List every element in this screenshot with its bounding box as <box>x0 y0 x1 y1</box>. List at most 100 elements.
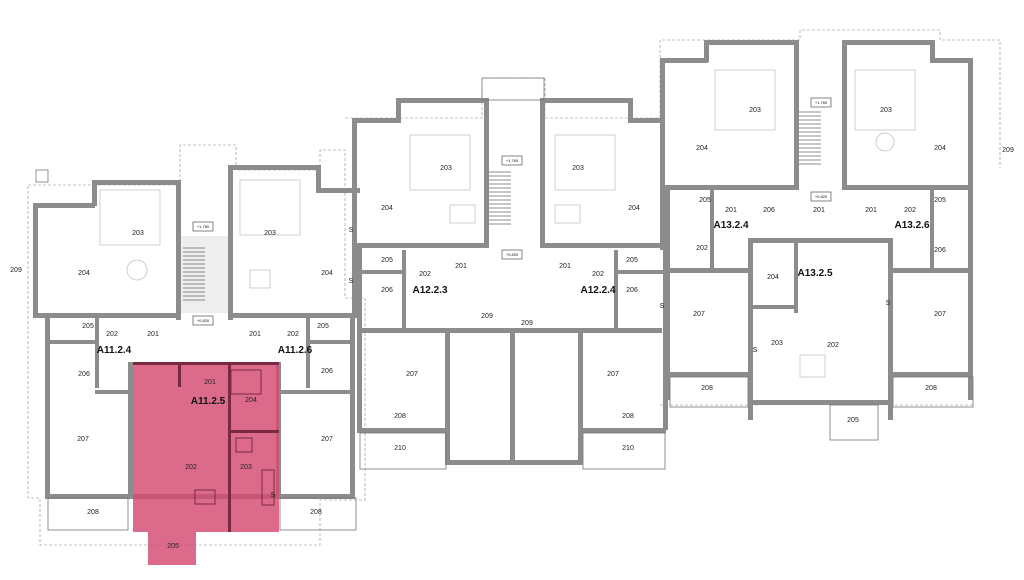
room-number: 202 <box>106 331 118 338</box>
room-number: 204 <box>321 270 333 277</box>
right-stairwell <box>799 111 821 165</box>
room-number: 206 <box>321 368 333 375</box>
apartment-label: A13.2.5 <box>797 268 832 279</box>
apartment-label: A12.2.4 <box>580 285 615 296</box>
room-number: S <box>271 492 276 499</box>
room-number: 207 <box>321 436 333 443</box>
right-terraces <box>669 376 974 441</box>
level-marker: +1,760 <box>810 97 832 108</box>
room-number: 201 <box>725 207 737 214</box>
middle-stairwell <box>481 77 545 225</box>
room-number: S <box>349 227 354 234</box>
level-markers: +1,760 +0,820 +1,760 +0,820 +1,760 +0,820 <box>192 97 832 326</box>
room-number: 201 <box>249 331 261 338</box>
level-marker: +1,760 <box>501 155 523 166</box>
room-number: 203 <box>880 107 892 114</box>
room-number: 208 <box>622 413 634 420</box>
room-number: 203 <box>440 165 452 172</box>
room-number: 210 <box>394 445 406 452</box>
room-number: 203 <box>771 340 783 347</box>
room-number: 206 <box>381 287 393 294</box>
apartment-label: A13.2.6 <box>894 220 929 231</box>
room-number: 205 <box>381 257 393 264</box>
level-marker: +0,820 <box>810 191 832 202</box>
middle-building-walls <box>352 98 668 465</box>
level-marker: +1,760 <box>192 221 214 232</box>
room-number: 208 <box>701 385 713 392</box>
room-number: 207 <box>406 371 418 378</box>
room-number: 204 <box>696 145 708 152</box>
room-number: 202 <box>904 207 916 214</box>
room-number: 202 <box>185 464 197 471</box>
room-number: 206 <box>934 247 946 254</box>
room-number: S <box>753 347 758 354</box>
level-value: +1,760 <box>815 100 828 105</box>
room-number: 205 <box>317 323 329 330</box>
room-number: 209 <box>1002 147 1014 154</box>
room-number: 202 <box>419 271 431 278</box>
furniture-sketch <box>99 69 916 378</box>
room-number: 204 <box>628 205 640 212</box>
room-number: 205 <box>934 197 946 204</box>
apartment-label: A11.2.6 <box>278 345 313 356</box>
room-number: 201 <box>813 207 825 214</box>
room-number: 209 <box>521 320 533 327</box>
room-number: S <box>349 278 354 285</box>
room-number: 205 <box>847 417 859 424</box>
room-number: 201 <box>147 331 159 338</box>
room-number: 204 <box>934 145 946 152</box>
room-number: 201 <box>455 263 467 270</box>
room-number: 201 <box>865 207 877 214</box>
level-marker: +0,820 <box>501 249 523 260</box>
room-number: S <box>660 303 665 310</box>
left-stairwell <box>181 236 228 313</box>
room-labels: 209 204 203 205 202 201 206 207 208 203 204 201 202 2… <box>10 107 1014 550</box>
room-number: 208 <box>87 509 99 516</box>
apartment-label: A13.2.4 <box>713 220 748 231</box>
room-number: 203 <box>572 165 584 172</box>
room-number: 206 <box>626 287 638 294</box>
room-number: 202 <box>287 331 299 338</box>
room-number: 208 <box>310 509 322 516</box>
room-number: 203 <box>132 230 144 237</box>
room-number: 202 <box>827 342 839 349</box>
room-number: 205 <box>82 323 94 330</box>
apartment-label: A11.2.5 <box>191 396 226 407</box>
room-number: 204 <box>78 270 90 277</box>
room-number: 206 <box>763 207 775 214</box>
room-number: 207 <box>607 371 619 378</box>
room-number: 207 <box>77 436 89 443</box>
room-number: 207 <box>934 311 946 318</box>
apartment-label: A12.2.3 <box>412 285 447 296</box>
room-number: 201 <box>559 263 571 270</box>
level-value: +0,820 <box>197 318 210 323</box>
room-number: 204 <box>381 205 393 212</box>
room-number: 202 <box>696 245 708 252</box>
level-value: +1,760 <box>197 224 210 229</box>
room-number: 201 <box>204 379 216 386</box>
level-value: +0,820 <box>815 194 828 199</box>
highlighted-apartment-a11-2-5[interactable] <box>133 362 279 565</box>
room-number: 206 <box>78 371 90 378</box>
room-number: S <box>886 300 891 307</box>
apartment-label: A11.2.4 <box>97 345 132 356</box>
level-value: +0,820 <box>506 252 519 257</box>
room-number: 204 <box>245 397 257 404</box>
middle-terraces <box>359 432 666 470</box>
room-number: 205 <box>167 543 179 550</box>
level-marker: +0,820 <box>192 315 214 326</box>
room-number: 207 <box>693 311 705 318</box>
right-building-walls <box>660 40 973 420</box>
room-number: 203 <box>240 464 252 471</box>
room-number: 202 <box>592 271 604 278</box>
room-number: 209 <box>10 267 22 274</box>
room-number: 203 <box>264 230 276 237</box>
room-number: 205 <box>626 257 638 264</box>
room-number: 208 <box>394 413 406 420</box>
room-number: 203 <box>749 107 761 114</box>
room-number: 204 <box>767 274 779 281</box>
room-number: 210 <box>622 445 634 452</box>
room-number: 208 <box>925 385 937 392</box>
